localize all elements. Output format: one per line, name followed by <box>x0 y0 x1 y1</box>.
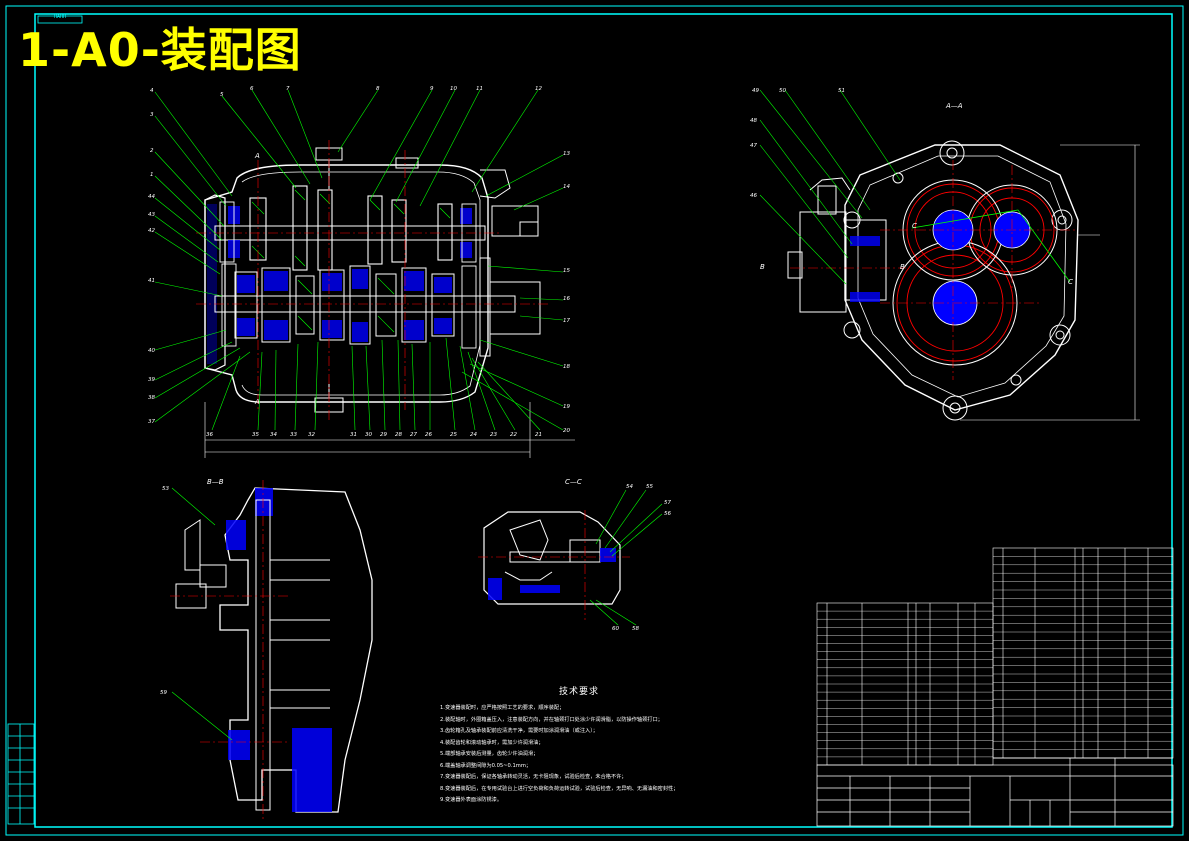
svg-text:10: 10 <box>450 86 457 92</box>
svg-text:13: 13 <box>563 151 570 157</box>
svg-text:14: 14 <box>563 184 570 190</box>
drawing-frame <box>5 5 1184 836</box>
tech-note: 3.齿轮箱孔及轴承装配前应清洗干净，需要时加涂润滑油（或注入）； <box>440 728 598 734</box>
svg-text:44: 44 <box>148 194 155 200</box>
svg-text:26: 26 <box>425 432 432 438</box>
svg-text:12: 12 <box>535 86 542 92</box>
svg-text:29: 29 <box>380 432 387 438</box>
svg-text:37: 37 <box>148 419 155 425</box>
svg-text:3: 3 <box>150 112 154 118</box>
revision-strip <box>7 723 35 825</box>
svg-text:59: 59 <box>160 690 167 696</box>
svg-text:8: 8 <box>376 86 380 92</box>
svg-text:16: 16 <box>563 296 570 302</box>
svg-text:25: 25 <box>450 432 457 438</box>
svg-text:2: 2 <box>150 148 154 154</box>
svg-text:7: 7 <box>286 86 290 92</box>
drawing-title: 1-A0-装配图 <box>18 23 302 77</box>
svg-text:22: 22 <box>510 432 517 438</box>
svg-text:41: 41 <box>148 278 155 284</box>
svg-text:21: 21 <box>535 432 542 438</box>
svg-text:49: 49 <box>752 88 759 94</box>
svg-text:19: 19 <box>563 404 570 410</box>
section-cc-view: 54 55 57 56 60 58 <box>478 484 671 632</box>
svg-text:20: 20 <box>563 428 570 434</box>
svg-text:18: 18 <box>563 364 570 370</box>
svg-text:35: 35 <box>252 432 259 438</box>
svg-text:32: 32 <box>308 432 315 438</box>
svg-text:56: 56 <box>664 511 671 517</box>
svg-text:42: 42 <box>148 228 155 234</box>
svg-text:28: 28 <box>395 432 402 438</box>
section-aa-label: A—A <box>946 102 963 110</box>
svg-text:9: 9 <box>430 86 434 92</box>
svg-text:17: 17 <box>563 318 570 324</box>
svg-text:6: 6 <box>250 86 254 92</box>
svg-text:34: 34 <box>270 432 277 438</box>
tech-requirements-list: 1.变速器装配时，应严格按照工艺的要求，顺序装配； 2.装配轴时，外圈箱盖压入，… <box>440 703 812 807</box>
svg-text:58: 58 <box>632 626 639 632</box>
svg-text:31: 31 <box>350 432 357 438</box>
tech-note: 2.装配轴时，外圈箱盖压入，注意装配方向，并在轴颈打口处涂少许润滑脂，以防操作轴… <box>440 716 663 723</box>
corner-tag: HAHH <box>54 14 67 20</box>
cut-label-a-top: A <box>255 152 260 160</box>
svg-text:36: 36 <box>206 432 213 438</box>
svg-text:47: 47 <box>750 143 757 149</box>
svg-text:54: 54 <box>626 484 633 490</box>
svg-text:51: 51 <box>838 88 845 94</box>
svg-text:55: 55 <box>646 484 653 490</box>
tech-note: 9.变速器外表面涂防锈漆。 <box>440 797 503 803</box>
svg-text:48: 48 <box>750 118 757 124</box>
section-cc-label: C—C <box>565 478 582 486</box>
cut-label-a-bottom: A <box>255 398 260 406</box>
section-aa-view: 49 50 51 48 47 46 <box>750 88 1140 421</box>
svg-text:38: 38 <box>148 395 155 401</box>
title-block <box>816 757 1174 827</box>
svg-text:1: 1 <box>150 172 154 178</box>
svg-text:33: 33 <box>290 432 297 438</box>
svg-text:50: 50 <box>779 88 786 94</box>
cut-label-b-left: B <box>760 263 765 271</box>
tech-note: 1.变速器装配时，应严格按照工艺的要求，顺序装配； <box>440 705 565 711</box>
tech-requirements-title: 技术要求 <box>559 687 600 697</box>
svg-text:27: 27 <box>410 432 417 438</box>
corner-tag-box <box>37 15 83 24</box>
tech-note: 6.端盖轴承调整间隙为0.05~0.1mm； <box>440 762 532 769</box>
svg-text:24: 24 <box>470 432 477 438</box>
svg-text:23: 23 <box>490 432 497 438</box>
cut-label-c-left: C <box>912 222 917 230</box>
bom-lower-rows <box>817 610 993 758</box>
tech-note: 7.变速器装配后，保证各轴承转动灵活，无卡阻现象，试验后检查，未合格不许； <box>440 774 627 780</box>
svg-text:53: 53 <box>162 486 169 492</box>
svg-text:39: 39 <box>148 377 155 383</box>
svg-text:11: 11 <box>476 86 483 92</box>
cut-label-c-right: C <box>1068 278 1073 286</box>
section-bb-view: 53 59 <box>160 480 373 820</box>
svg-text:46: 46 <box>750 193 757 199</box>
tech-note: 8.变速器装配后，在专用试验台上进行空负荷和负荷运转试验，试验后检查，无异响、无… <box>440 785 679 792</box>
svg-text:40: 40 <box>148 348 155 354</box>
svg-text:57: 57 <box>664 500 671 506</box>
svg-text:60: 60 <box>612 626 619 632</box>
svg-text:4: 4 <box>150 88 154 94</box>
svg-text:15: 15 <box>563 268 570 274</box>
svg-text:5: 5 <box>220 92 224 98</box>
tech-note: 5.端部轴承安装后测量，齿轮少许油润滑； <box>440 751 539 757</box>
svg-text:30: 30 <box>365 432 372 438</box>
tech-note: 4.装配齿轮和滚动轴承时，需加少许润滑油； <box>440 739 544 746</box>
cut-label-b-right: B <box>900 263 905 271</box>
svg-text:43: 43 <box>148 212 155 218</box>
section-bb-label: B—B <box>207 478 224 486</box>
